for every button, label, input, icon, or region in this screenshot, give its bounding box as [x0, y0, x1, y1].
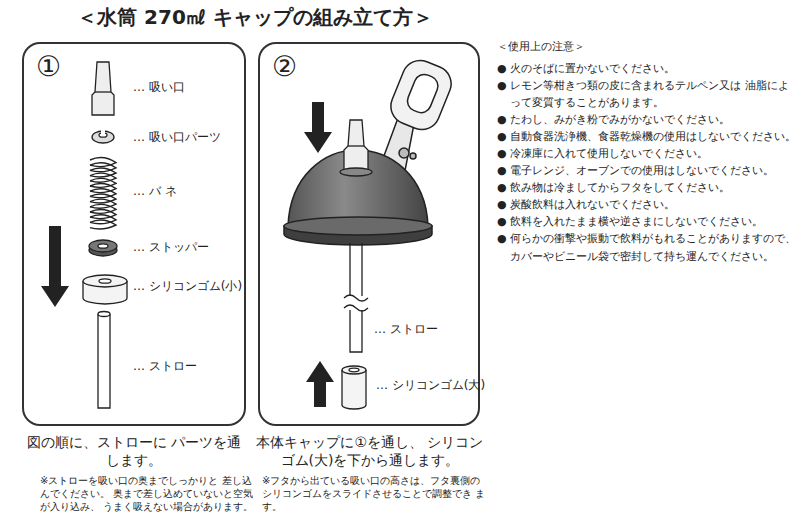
- notice-item: ● 飲料を入れたまま横や逆さまにしないでください。: [497, 213, 797, 230]
- step-number: ①: [36, 50, 61, 83]
- notice-item: ● たわし、みがき粉でみがかないでください。: [497, 111, 797, 128]
- part-label: … バ ネ: [133, 184, 177, 200]
- notice-list: ● 火のそばに置かないでください。● レモン等柑きつ類の皮に含まれるテルペン又は…: [497, 60, 797, 265]
- part-label: … シリコンゴム(小): [133, 279, 242, 295]
- notice-item: ● 自動食器洗浄機、食器乾燥機の使用はしないでください。: [497, 128, 797, 145]
- spring-coil: [90, 220, 116, 229]
- part-label: … 吸い口: [133, 80, 185, 96]
- step-number: ②: [272, 50, 297, 83]
- step-caption: 本体キャップに①を通し、 シリコンゴム(大)を下から通します。: [252, 433, 488, 469]
- down-arrow: [41, 226, 69, 307]
- notice-item: ● 火のそばに置かないでください。: [497, 60, 797, 77]
- notice-item: ● 炭酸飲料は入れないでください。: [497, 196, 797, 213]
- silicone-large: [342, 366, 366, 409]
- part-label: … ストロー: [374, 322, 438, 338]
- notice-item: ● レモン等柑きつ類の皮に含まれるテルペン又は 油脂によって変質することがありま…: [497, 77, 797, 111]
- down-arrow: [304, 102, 332, 153]
- step-caption: 図の順に、ストローに パーツを通します。: [22, 433, 246, 469]
- straw: [98, 312, 110, 409]
- note: ※フタから出ている吸い口の高さは、フタ裏側の シリコンゴムをスライドさせることで…: [262, 474, 488, 513]
- step-panel: ②: [258, 42, 480, 426]
- straw: [344, 243, 368, 352]
- silicone-small: [83, 275, 127, 304]
- title: ＜水筒 270㎖ キャップの組み立て方＞: [20, 4, 490, 30]
- spring: [90, 158, 116, 229]
- part-label: … ストッパー: [133, 240, 209, 256]
- notice-item: ● 冷凍庫に入れて使用しないでください。: [497, 145, 797, 162]
- mouthpiece: [92, 62, 114, 115]
- part-label: … 吸い口パーツ: [133, 130, 221, 146]
- notice-item: ● 電子レンジ、オーブンでの使用はしないでください。: [497, 162, 797, 179]
- note: ※ストローを吸い口の奥までしっかりと 差し込んでください。 奥まで差し込めていな…: [40, 474, 255, 513]
- mouthpiece-part: [92, 128, 114, 143]
- notice-heading: ＜使用上の注意＞: [497, 40, 585, 54]
- up-arrow: [306, 361, 334, 407]
- notice-item: ● 何らかの衝撃や振動で飲料がもれることがありますので、 カバーやビニール袋で密…: [497, 230, 797, 264]
- mouthpiece: [340, 120, 372, 176]
- stopper: [89, 240, 117, 256]
- part-label: … シリコンゴム(大): [376, 378, 485, 394]
- part-label: … ストロー: [133, 359, 197, 375]
- notice-item: ● 飲み物は冷ましてからフタをしてください。: [497, 179, 797, 196]
